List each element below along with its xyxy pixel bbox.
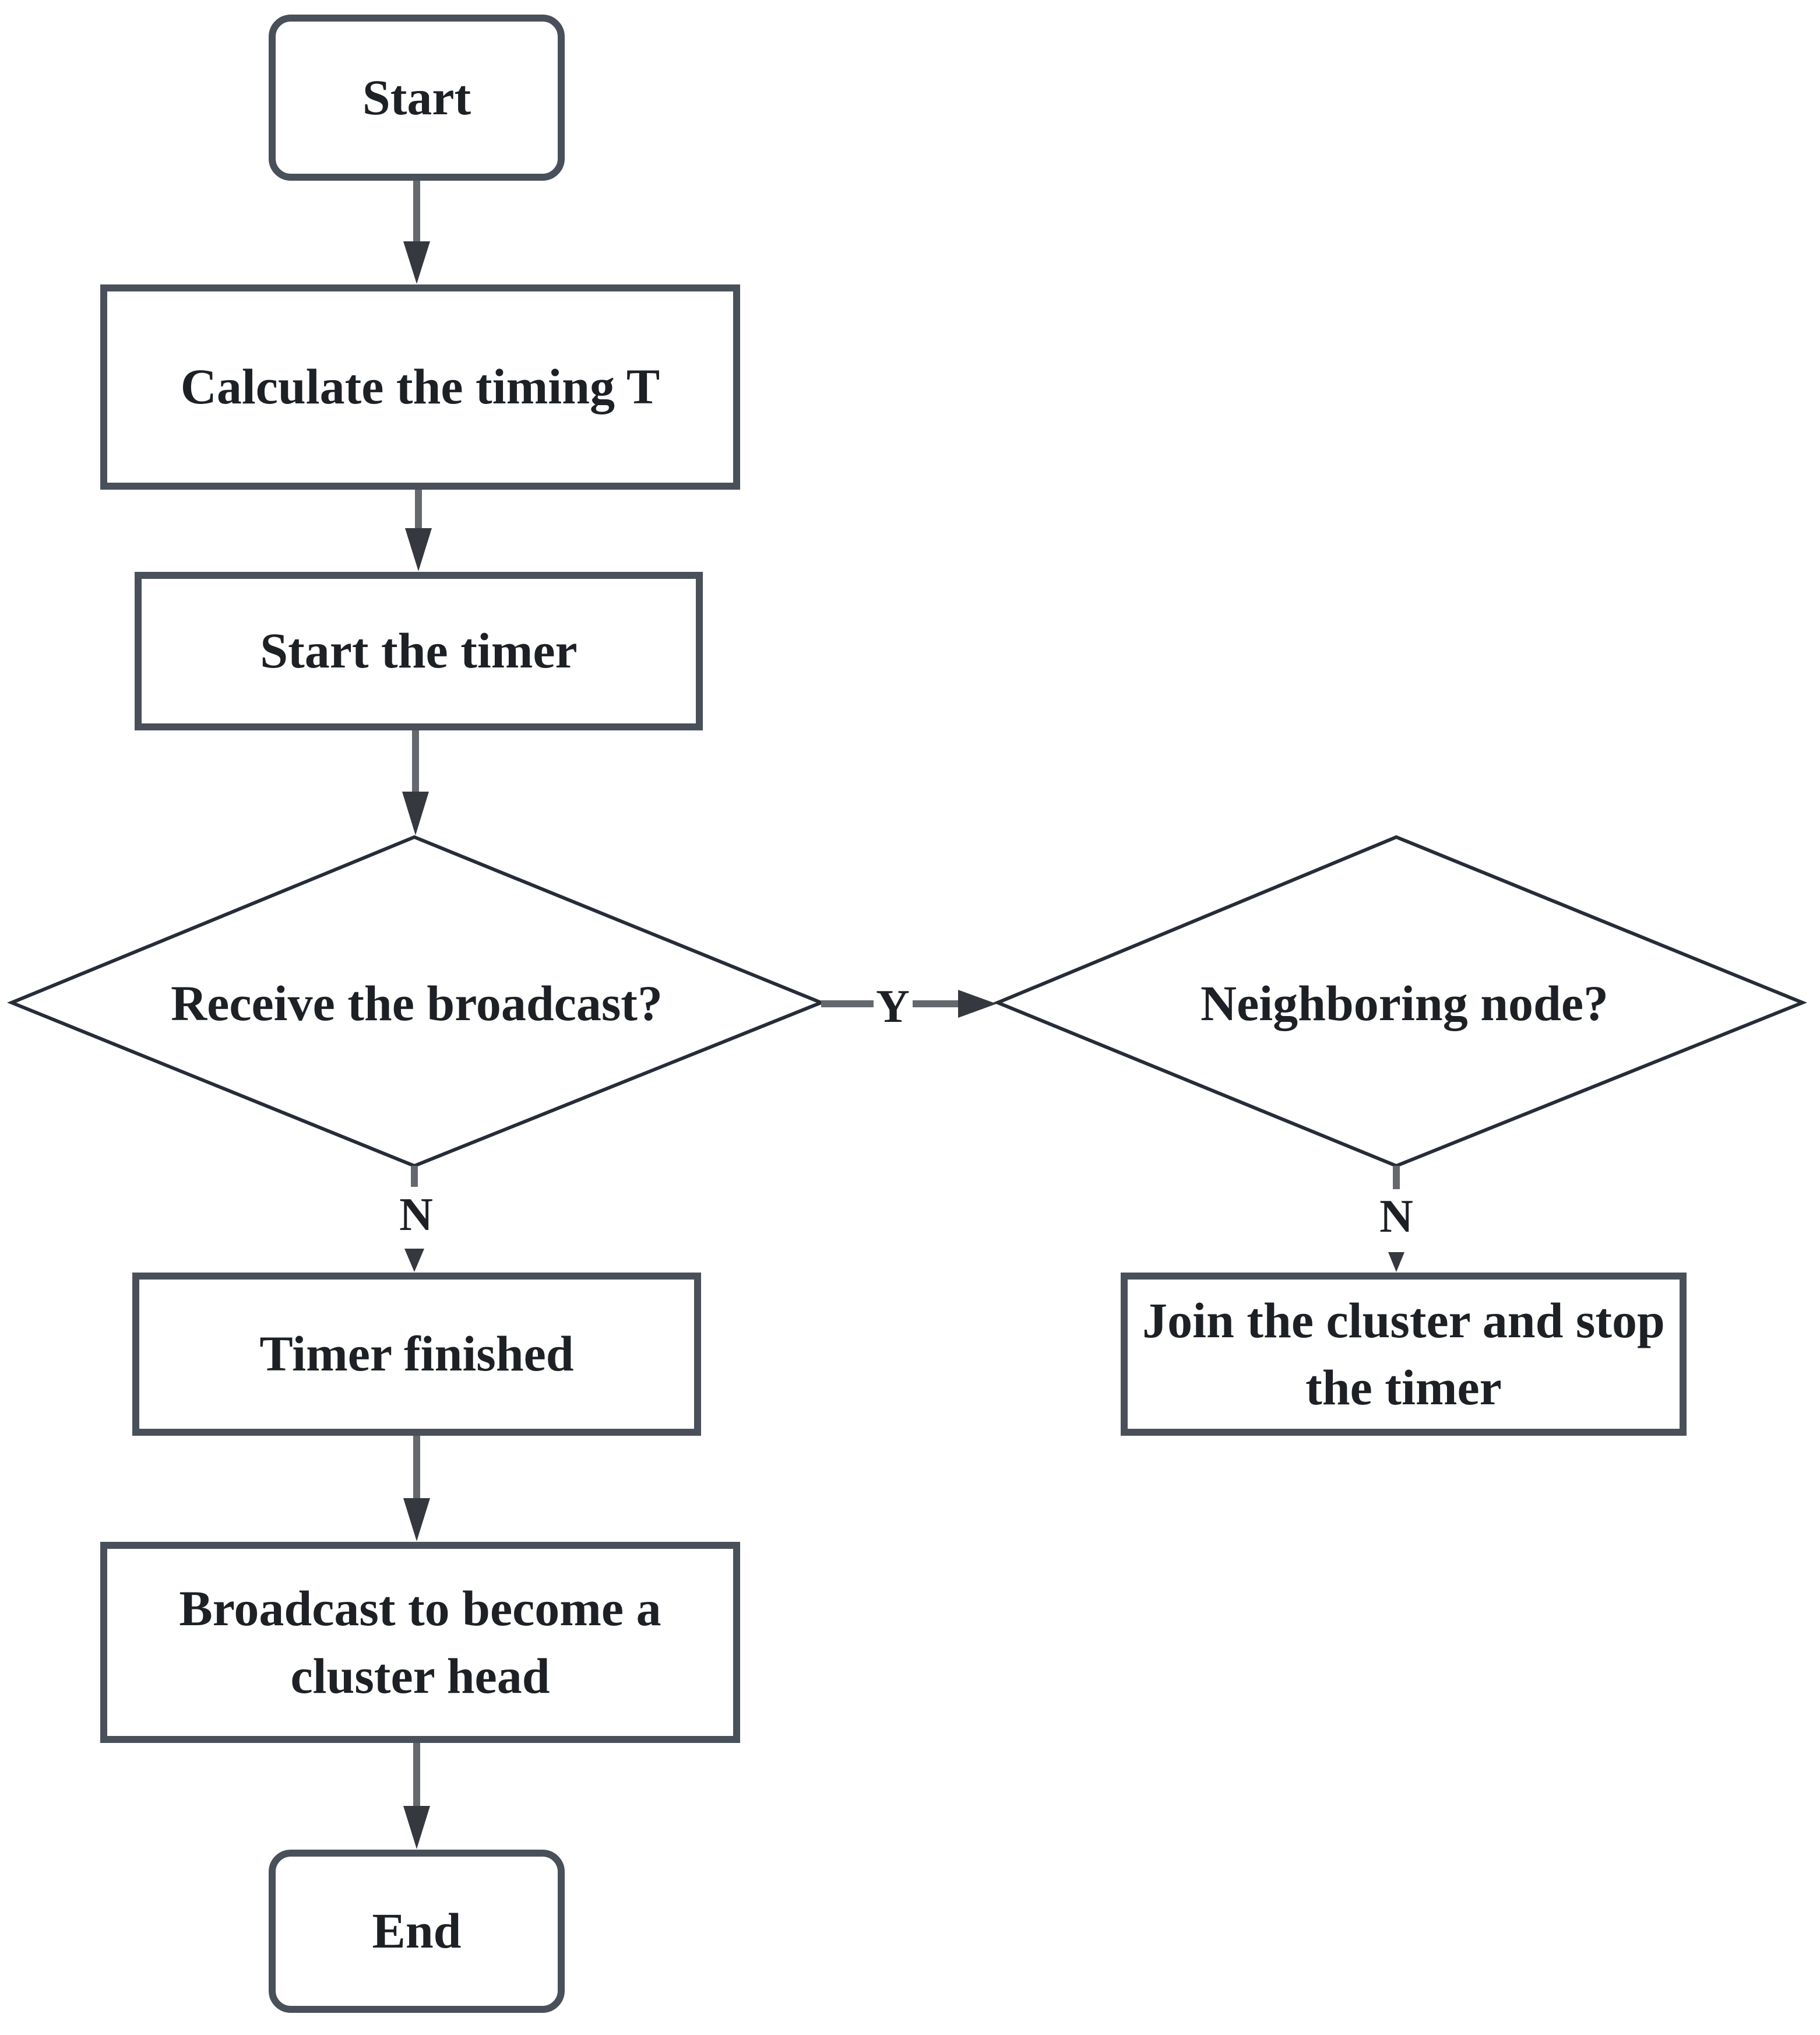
arrowhead-icon [402, 792, 429, 835]
node-broadcast-cluster-head-label: Broadcast to become a cluster head [179, 1580, 661, 1704]
node-end-label: End [372, 1903, 462, 1959]
node-join-cluster-label: Join the cluster and stop the timer [1142, 1292, 1665, 1415]
node-start-timer: Start the timer [135, 572, 703, 730]
edge-label-no-right: N [1361, 1186, 1431, 1247]
edge-label-no-left: N [381, 1185, 451, 1245]
decision-neighboring-node-label: Neighboring node? [1200, 975, 1609, 1032]
node-calculate-timing-label: Calculate the timing T [180, 359, 660, 415]
arrowhead-icon [1388, 1252, 1404, 1272]
node-broadcast-cluster-head: Broadcast to become a cluster head [100, 1542, 740, 1743]
node-end: End [269, 1850, 565, 2013]
arrowhead-icon [405, 528, 432, 571]
arrowhead-icon [403, 1498, 430, 1541]
node-timer-finished: Timer finished [132, 1273, 701, 1436]
node-start-label: Start [362, 69, 471, 125]
decision-receive-broadcast-label: Receive the broadcast? [171, 975, 663, 1032]
arrowhead-icon [958, 990, 997, 1018]
node-timer-finished-label: Timer finished [259, 1326, 574, 1382]
node-start: Start [269, 15, 565, 181]
edge-label-no-left-text: N [399, 1189, 433, 1240]
node-calculate-timing: Calculate the timing T [100, 284, 740, 490]
node-start-timer-label: Start the timer [260, 623, 578, 679]
decision-neighboring-node: Neighboring node? [1032, 965, 1777, 1043]
decision-receive-broadcast: Receive the broadcast? [44, 965, 790, 1043]
arrowhead-icon [403, 241, 430, 284]
arrowhead-icon [403, 1806, 430, 1849]
edge-label-yes: Y [858, 975, 928, 1039]
edge-label-yes-text: Y [876, 981, 910, 1032]
edge-label-no-right-text: N [1379, 1191, 1413, 1242]
arrowhead-icon [404, 1249, 424, 1272]
node-join-cluster: Join the cluster and stop the timer [1121, 1273, 1687, 1436]
